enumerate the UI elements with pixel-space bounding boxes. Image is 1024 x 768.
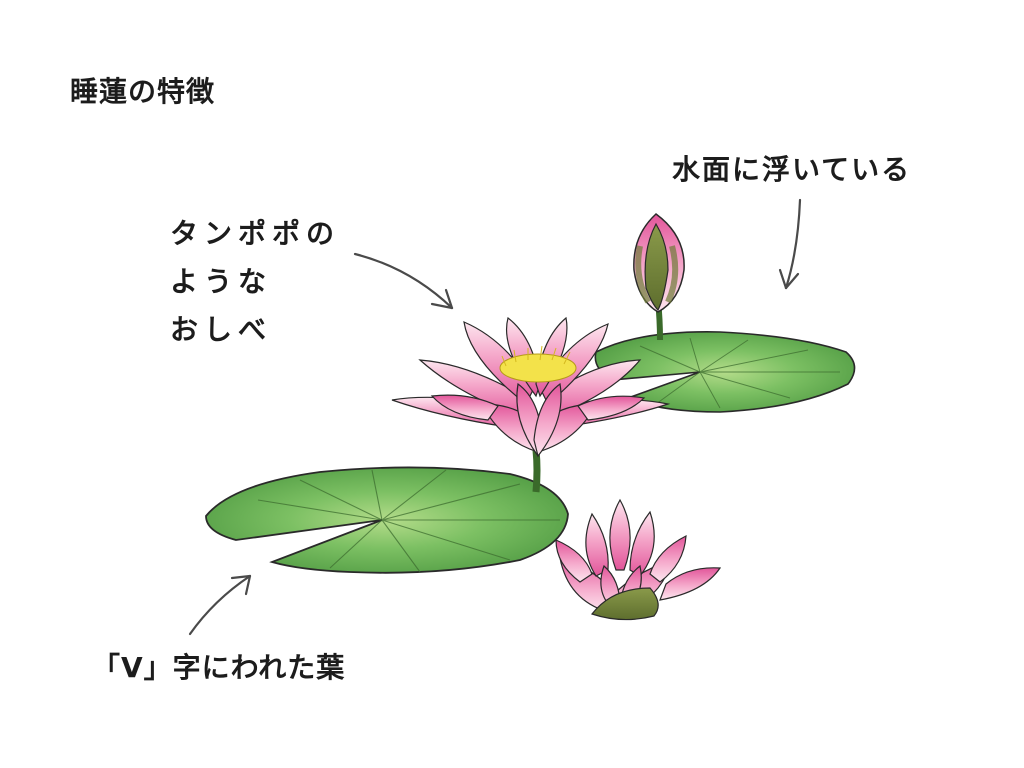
leaf-back (594, 331, 856, 413)
lily-flower-main (391, 316, 671, 458)
arrow-floating (778, 198, 802, 290)
annotation-stamen-line-1: タンポポの (170, 217, 341, 250)
annotation-floating: 水面に浮いている (672, 153, 912, 186)
annotation-stamen: タンポポの ような おしべ (170, 210, 340, 354)
annotation-stamen-line-3: おしべ (170, 313, 273, 346)
lily-flower-small (555, 498, 722, 621)
annotation-leaf: 「V」字にわれた葉 (92, 651, 346, 684)
page-title: 睡蓮の特徴 (70, 75, 216, 108)
annotation-stamen-line-2: ような (170, 265, 273, 298)
lily-bud (633, 213, 685, 313)
stamen (499, 353, 577, 383)
flower-stem (532, 449, 541, 493)
arrow-leaf (188, 574, 252, 636)
leaf-front (205, 466, 569, 574)
arrow-stamen (353, 252, 454, 310)
